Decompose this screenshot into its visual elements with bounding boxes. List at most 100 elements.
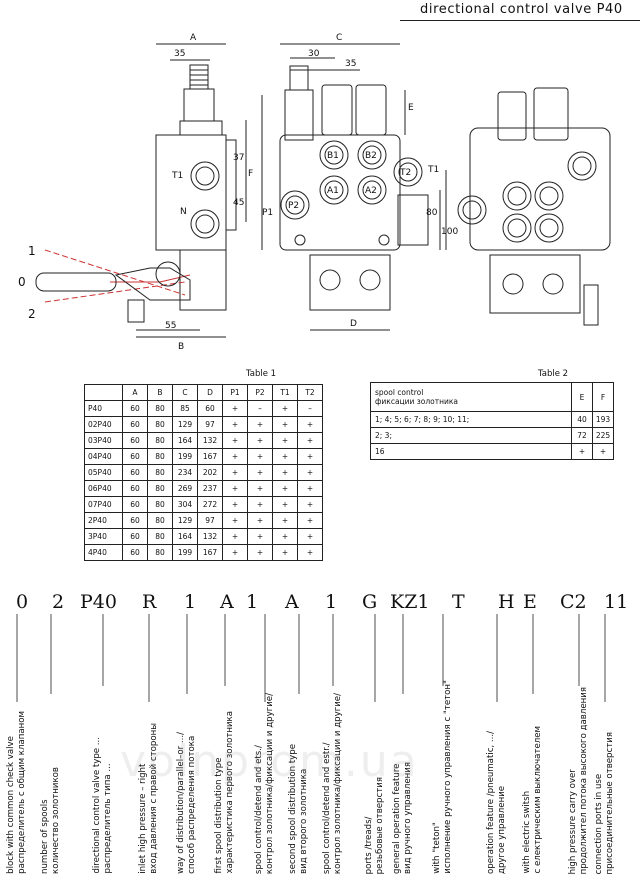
table1-cell: –: [297, 400, 323, 417]
table2-header-ru: фиксации золотника: [375, 397, 459, 406]
order-code-part: H: [498, 591, 515, 613]
order-code-part: 1: [325, 591, 338, 613]
table1-cell: +: [297, 496, 323, 513]
table2: spool control фиксации золотника E F 1; …: [370, 382, 614, 460]
table1-cell: 304: [172, 496, 198, 513]
table1-cell: 237: [197, 480, 223, 497]
dim-d-label: D: [350, 319, 357, 329]
table1-cell: 60: [122, 512, 148, 529]
order-code-part: C2: [560, 591, 587, 613]
table1-cell: 202: [197, 464, 223, 481]
code-leader-lines: [16, 614, 606, 702]
table1-cell: 80: [147, 544, 173, 561]
table1-header-row: A B C D P1 P2 T1 T2: [84, 384, 323, 401]
table1-cell: +: [222, 464, 248, 481]
table1-col-header: D: [197, 384, 223, 401]
table2-desc-cell: 1; 4; 5; 6; 7; 8; 9; 10; 11;: [370, 411, 572, 428]
table1-cell: +: [247, 528, 273, 545]
code-label-ru: с електрическим выключателем: [533, 726, 543, 874]
order-code-part: E: [523, 591, 537, 613]
table1-col-header: B: [147, 384, 173, 401]
table1-col-header: [84, 384, 123, 401]
table1-model-cell: 06P40: [84, 480, 123, 497]
order-code-part: 1: [246, 591, 259, 613]
table1-cell: +: [247, 448, 273, 465]
table2-value-cell: +: [592, 443, 614, 460]
code-label-ru: распределитель типа ...: [103, 763, 113, 874]
table1-cell: +: [297, 512, 323, 529]
table1-cell: +: [297, 432, 323, 449]
valve-technical-drawing: A 35 C 30 35 E 37 45 F 80 100 55 B D T1 …: [18, 33, 611, 352]
table1-cell: 60: [122, 416, 148, 433]
table1-cell: –: [247, 400, 273, 417]
table1-cell: +: [297, 416, 323, 433]
code-label: with "teton"исполнение ручного управлени…: [432, 680, 454, 874]
table2-header-e: E: [571, 382, 593, 412]
code-label: directional control valve type ...распре…: [92, 737, 114, 874]
table1-cell: 234: [172, 464, 198, 481]
table1-cell: +: [247, 464, 273, 481]
order-code-part: T: [452, 591, 465, 613]
table2-header-row: spool control фиксации золотника E F: [370, 382, 614, 412]
dim-c-label: C: [336, 33, 342, 43]
table1-caption: Table 1: [246, 369, 277, 379]
table1-cell: 164: [172, 528, 198, 545]
code-label-en: high pressure carry over: [568, 768, 578, 874]
watermark: volnprom.ua: [120, 736, 419, 787]
table1-cell: 80: [147, 496, 173, 513]
table1-cell: +: [247, 496, 273, 513]
table1-cell: 80: [147, 528, 173, 545]
code-label-en: operation feature /pneumatic, .../: [486, 731, 496, 874]
table1-cell: 132: [197, 432, 223, 449]
table1-cell: 167: [197, 544, 223, 561]
table2-value-cell: 72: [571, 427, 593, 444]
table1-cell: 60: [197, 400, 223, 417]
lever-position-1: 1: [28, 244, 36, 258]
code-label-ru: исполнение ручного управления с "тетон": [443, 680, 453, 874]
table1-cell: 199: [172, 448, 198, 465]
page-title: directional control valve P40: [420, 2, 623, 17]
table1-cell: +: [222, 432, 248, 449]
table1-cell: +: [222, 544, 248, 561]
table1-cell: 80: [147, 432, 173, 449]
table1-model-cell: 2P40: [84, 512, 123, 529]
table1-cell: 80: [147, 400, 173, 417]
dim-37-label: 37: [233, 153, 244, 163]
code-label-ru: распределитель с общим клапаном: [17, 711, 27, 874]
table2-header-en: spool control: [375, 388, 424, 397]
table1-cell: +: [247, 416, 273, 433]
code-label-en: with electric switsh: [522, 791, 532, 874]
table1-cell: +: [272, 464, 298, 481]
table1-col-header: A: [122, 384, 148, 401]
dim-35b-label: 35: [345, 59, 356, 69]
table1-cell: 80: [147, 480, 173, 497]
table1-cell: +: [272, 480, 298, 497]
table1-col-header: P1: [222, 384, 248, 401]
port-t1-front: T1: [427, 165, 439, 175]
code-label-en: connection ports in use: [594, 773, 604, 874]
table2-desc-cell: 2; 3;: [370, 427, 572, 444]
order-code-part: P40: [80, 591, 117, 613]
table1-cell: +: [222, 496, 248, 513]
table1-cell: +: [272, 528, 298, 545]
table2-header-f: F: [592, 382, 614, 412]
table2-value-cell: 40: [571, 411, 593, 428]
dim-f-label: F: [248, 169, 253, 179]
table1-cell: 60: [122, 528, 148, 545]
table1-cell: 129: [172, 512, 198, 529]
port-t1-side: T1: [171, 171, 183, 181]
table1-cell: +: [272, 496, 298, 513]
table1-col-header: T2: [297, 384, 323, 401]
port-a1: A1: [327, 186, 339, 196]
code-label-en: number of spools: [40, 799, 50, 874]
order-code-part: 2: [52, 591, 65, 613]
table1-model-cell: 04P40: [84, 448, 123, 465]
